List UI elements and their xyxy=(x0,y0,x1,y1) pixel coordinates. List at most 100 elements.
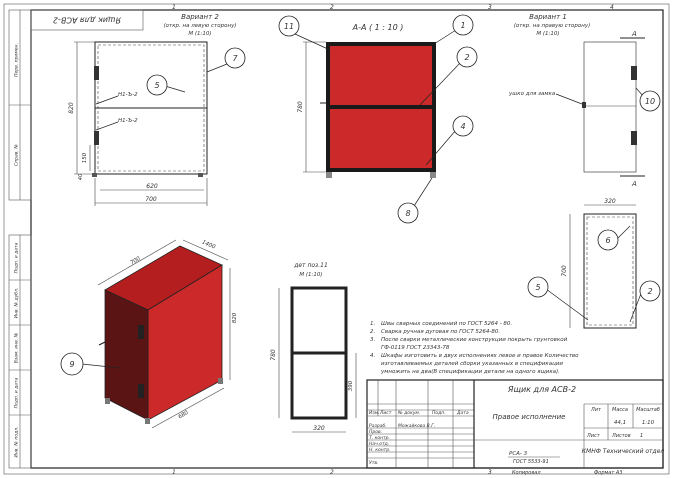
variant1-view: Вариант 1 (откр. на правую сторону) М (1… xyxy=(508,13,661,188)
note-text: После сварки металлические конструкции п… xyxy=(381,337,568,343)
view-scale: М (1:10) xyxy=(299,272,322,278)
note-text: изготавливаемых деталей сборки указанных… xyxy=(381,361,563,367)
balloon xyxy=(146,74,168,96)
balloon-number: 10 xyxy=(645,97,655,106)
corner-stamp-text: Ящик для АСВ-2 xyxy=(53,16,122,25)
role-label: Нач.отд. xyxy=(369,441,389,447)
note-text: Швы сварных соединений по ГОСТ 5264 - 80… xyxy=(381,321,512,327)
balloon-number: 2 xyxy=(464,53,469,62)
balloon-number: 5 xyxy=(154,81,159,90)
strip-label: Подп. и дата xyxy=(14,377,20,408)
note-text: умножить на два(В спецификации детали на… xyxy=(380,369,560,375)
balloon-number: 11 xyxy=(284,22,294,31)
strip-label: Инв. № дубл. xyxy=(14,288,20,319)
balloon xyxy=(527,276,549,298)
zone-number: 1 xyxy=(172,4,176,11)
balloon-number: 1 xyxy=(460,21,465,30)
zone-number: 1 xyxy=(172,469,176,476)
section-mark: А xyxy=(631,30,637,38)
hinge-label: Н1-Ъ-2 xyxy=(118,118,138,124)
balloon-number: 6 xyxy=(605,236,610,245)
technical-notes: 1. Швы сварных соединений по ГОСТ 5264 -… xyxy=(370,321,579,375)
outer-border xyxy=(3,3,670,475)
zone-number: 4 xyxy=(610,4,614,11)
note-number: 1. xyxy=(370,321,375,327)
balloon xyxy=(452,115,474,137)
sheets-label: Листов xyxy=(611,433,631,439)
col-header: Масса xyxy=(612,407,628,413)
role-label: Утв. xyxy=(369,460,378,466)
plan-view: 320 700 6 5 2 xyxy=(527,198,661,329)
balloon xyxy=(452,14,474,36)
role-label: Пров. xyxy=(369,429,382,435)
col-header: Лит xyxy=(590,407,602,413)
row-header: Изм. xyxy=(369,410,380,416)
note-text: Сварка ручная дуговая по ГОСТ 5264-80. xyxy=(381,329,500,335)
dim-label: 150 xyxy=(82,152,88,163)
dim-label: 320 xyxy=(313,425,325,432)
view-scale: М (1:10) xyxy=(536,31,559,37)
isometric-view: 700 1400 820 680 9 xyxy=(60,239,238,429)
view-title: дет поз.11 xyxy=(293,262,328,269)
balloon-number: 4 xyxy=(460,122,465,131)
row-header: Подп. xyxy=(432,410,446,416)
dim-label: 700 xyxy=(129,256,142,267)
dim-label: 320 xyxy=(604,198,616,205)
note-number: 2. xyxy=(370,329,375,335)
view-subtitle: (откр. на правую сторону) xyxy=(514,23,591,29)
drawing-name: Ящик для АСВ-2 xyxy=(507,385,576,394)
execution-label: Правое исполнение xyxy=(493,413,566,421)
row-header: № докум. xyxy=(397,410,420,416)
developer-name: Можайкова В.Г. xyxy=(398,423,435,429)
organization: КМНФ Технический отдел xyxy=(582,448,665,455)
role-label: Разраб. xyxy=(369,423,387,429)
view-title: Вариант 2 xyxy=(181,13,219,21)
row-header: Лист xyxy=(379,410,392,416)
balloon xyxy=(456,46,478,68)
col-header: Масштаб xyxy=(636,407,660,413)
dim-label: 390 xyxy=(348,380,354,391)
strip-label: Перв. примен. xyxy=(14,43,20,77)
scale-value: 1:10 xyxy=(642,420,655,426)
view-subtitle: (откр. на левую сторону) xyxy=(164,23,237,29)
role-label: Т. контр. xyxy=(369,435,390,441)
balloon xyxy=(278,15,300,37)
row-header: Дата xyxy=(456,410,469,416)
designation: РСА- 3 xyxy=(509,451,528,457)
sheets-value: 1 xyxy=(640,433,643,439)
strip-label: Взам. инв. № xyxy=(14,332,20,363)
balloon-number: 2 xyxy=(647,287,652,296)
note-text: Шкафы изготовить в двух исполнениях лево… xyxy=(381,353,579,359)
balloon-number: 7 xyxy=(232,54,238,63)
material: ГОСТ 5533-91 xyxy=(513,459,549,465)
zone-numbers: 1 2 3 4 1 2 3 xyxy=(172,4,614,476)
format-label: Формат А3 xyxy=(594,470,622,476)
dim-label: 820 xyxy=(232,312,238,323)
hinge-label: Н1-Ъ-2 xyxy=(118,92,138,98)
dim-label: 700 xyxy=(145,196,157,203)
dim-label: 40 xyxy=(78,174,84,180)
dim-label: 700 xyxy=(561,265,568,277)
strip-label: Подп. и дата xyxy=(14,242,20,273)
dim-label: 680 xyxy=(177,410,190,421)
detail11-view: дет поз.11 М (1:10) 780 390 320 xyxy=(270,262,357,433)
view-title: А-А ( 1 : 10 ) xyxy=(352,23,404,32)
balloon-number: 9 xyxy=(69,360,74,369)
dim-label: 820 xyxy=(68,102,75,114)
view-scale: М (1:10) xyxy=(188,31,211,37)
note-text: ГФ-0119 ГОСТ 23343-78 xyxy=(381,345,450,351)
balloon-number: 5 xyxy=(535,283,540,292)
section-aa-view: А-А ( 1 : 10 ) 780 11 1 2 4 8 xyxy=(278,14,478,224)
strip-label: Инв. № подл. xyxy=(14,426,20,457)
zone-number: 3 xyxy=(488,469,492,476)
variant2-view: Вариант 2 (откр. на левую сторону) М (1:… xyxy=(68,13,246,206)
dim-label: 1400 xyxy=(201,239,217,250)
section-mark: А xyxy=(631,180,637,188)
zone-number: 2 xyxy=(330,469,334,476)
balloon xyxy=(397,202,419,224)
role-label: Н. контр. xyxy=(369,447,391,453)
balloon xyxy=(639,280,661,302)
mass-value: 44,1 xyxy=(614,420,626,426)
dim-label: 620 xyxy=(146,183,158,190)
